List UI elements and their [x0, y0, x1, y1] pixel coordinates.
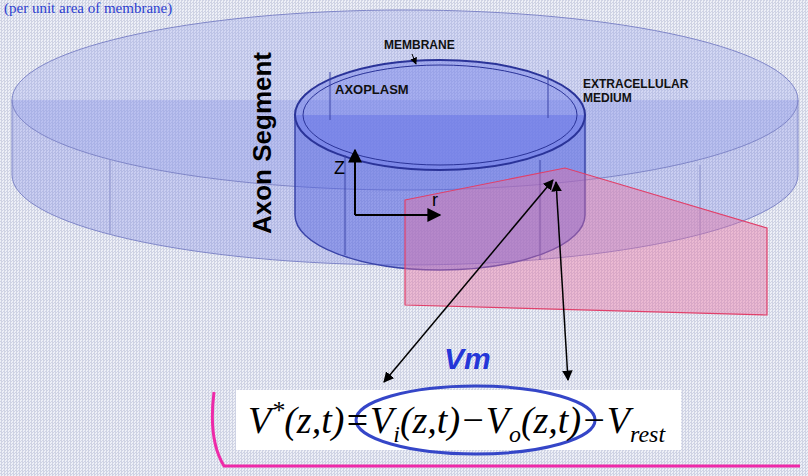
part-label: EXTRACELLULAR MEDIUM — [583, 77, 698, 105]
equation-term: * — [271, 396, 284, 425]
equation-term: −V — [581, 399, 630, 441]
equation-term: i — [393, 421, 400, 447]
equation-box: V*(z,t)=Vi(z,t)−Vo(z,t)−Vrest — [236, 390, 681, 450]
part-label: AXOPLASM — [335, 82, 409, 97]
equation-term: (z,t)− — [400, 399, 486, 441]
axis-label: r — [432, 190, 438, 211]
equation-term: V — [370, 399, 393, 441]
note-text: (per unit area of membrane) — [4, 0, 172, 17]
equation-term: (z,t) — [521, 399, 581, 441]
equation-term: V — [248, 399, 271, 441]
equation-term: rest — [630, 421, 665, 447]
equation-term: (z,t)= — [284, 399, 370, 441]
segment-label: Axon Segment — [247, 52, 278, 234]
equation-term: o — [509, 421, 521, 447]
axis-label: Z — [334, 158, 345, 179]
equation-term: V — [486, 399, 509, 441]
voltage-label: Vm — [444, 342, 491, 376]
part-label: MEMBRANE — [384, 38, 455, 52]
highlight-ellipse — [356, 386, 595, 454]
